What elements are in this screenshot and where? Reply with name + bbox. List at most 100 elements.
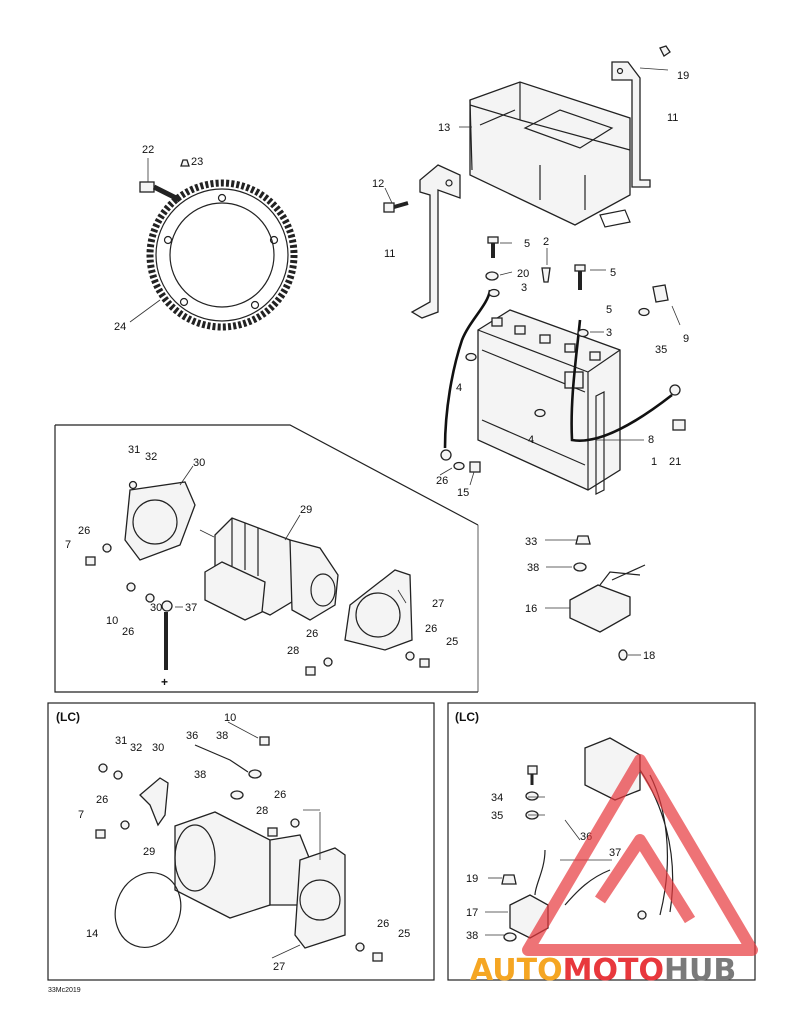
label-37: 37 — [185, 602, 197, 614]
lc-label-7: 7 — [78, 809, 84, 821]
battery-bracket-left — [410, 164, 461, 319]
label-7: 7 — [65, 539, 71, 551]
lc-cables — [194, 744, 262, 800]
regulator-bolt — [618, 649, 628, 661]
battery-cover — [469, 81, 631, 228]
label-3-b: 3 — [606, 327, 612, 339]
label-26-top: 26 — [436, 475, 448, 487]
label-20: 20 — [517, 268, 529, 280]
watermark-logo-icon — [522, 754, 758, 956]
label-5-b: 5 — [610, 267, 616, 279]
label-35: 35 — [655, 344, 667, 356]
lc-label-31: 31 — [115, 735, 127, 747]
label-24: 24 — [114, 321, 126, 333]
lc-label-36: 36 — [186, 730, 198, 742]
watermark-text: AUTOMOTOHUB — [470, 953, 736, 988]
bracket-nut — [659, 45, 671, 57]
lc-starter-motor — [174, 811, 311, 919]
positive-cable-terminal — [669, 384, 681, 396]
negative-cable-terminal — [440, 449, 452, 461]
label-28: 28 — [287, 645, 299, 657]
label-26-a: 26 — [78, 525, 90, 537]
lcr-label-35: 35 — [491, 810, 503, 822]
bracket-screw — [383, 201, 409, 213]
lc-right-hardware — [501, 765, 539, 942]
label-27: 27 — [432, 598, 444, 610]
regulator-nut — [575, 535, 591, 545]
lc-bracket — [139, 777, 169, 827]
ring-gear-bolt — [139, 181, 182, 203]
label-13: 13 — [438, 122, 450, 134]
lc-label-38-a: 38 — [216, 730, 228, 742]
lc-label-27: 27 — [273, 961, 285, 973]
lc-right-tag: (LC) — [455, 710, 479, 724]
label-26-b: 26 — [122, 626, 134, 638]
voltage-regulator — [569, 564, 646, 633]
label-38: 38 — [527, 562, 539, 574]
label-15: 15 — [457, 487, 469, 499]
label-11-left: 11 — [384, 248, 395, 260]
lc-label-10: 10 — [224, 712, 236, 724]
lc-mount-plate — [294, 847, 346, 949]
lcr-label-37: 37 — [609, 847, 621, 859]
lc-leader-lines — [227, 721, 612, 959]
positive-cable — [570, 319, 673, 442]
label-21: 21 — [669, 456, 681, 468]
lc-label-29: 29 — [143, 846, 155, 858]
label-5-a: 5 — [524, 238, 530, 250]
lc-right-cables — [534, 849, 611, 906]
label-11-right: 11 — [667, 112, 678, 124]
label-9: 9 — [683, 333, 689, 345]
label-4-a: 4 — [456, 382, 462, 394]
lc-label-14: 14 — [86, 928, 98, 940]
regulator-washer — [573, 562, 587, 572]
lc-left-panel-frame — [47, 702, 435, 981]
terminal-boot — [672, 419, 686, 431]
ground-cable-terminal — [161, 600, 173, 612]
lcr-label-38: 38 — [466, 930, 478, 942]
label-30-b: 30 — [150, 602, 162, 614]
label-1: 1 — [651, 456, 657, 468]
starter-motor — [199, 517, 339, 621]
lc-label-30: 30 — [152, 742, 164, 754]
drawing-code: 33Mc2019 — [48, 987, 81, 994]
label-23: 23 — [191, 156, 203, 168]
starter-hardware — [85, 480, 430, 676]
label-4-b: 4 — [528, 434, 534, 446]
label-2: 2 — [543, 236, 549, 248]
lc-label-32: 32 — [130, 742, 142, 754]
lcr-label-17: 17 — [466, 907, 478, 919]
label-26-c: 26 — [306, 628, 318, 640]
battery — [477, 309, 621, 491]
label-32: 32 — [145, 451, 157, 463]
label-22: 22 — [142, 144, 154, 156]
label-29: 29 — [300, 504, 312, 516]
lc-label-26-c: 26 — [377, 918, 389, 930]
label-31: 31 — [128, 444, 140, 456]
leader-lines — [129, 67, 681, 692]
starter-gasket — [344, 569, 413, 651]
label-18: 18 — [643, 650, 655, 662]
label-8: 8 — [648, 434, 654, 446]
battery-strap — [595, 391, 605, 495]
lc-label-25: 25 — [398, 928, 410, 940]
starter-panel-frame — [54, 424, 479, 693]
label-10: 10 — [106, 615, 118, 627]
lcr-label-34: 34 — [491, 792, 503, 804]
lc-label-28: 28 — [256, 805, 268, 817]
lcr-label-19: 19 — [466, 873, 478, 885]
lc-label-26-b: 26 — [96, 794, 108, 806]
ring-gear — [146, 179, 298, 331]
lc-hardware — [95, 736, 383, 962]
battery-bolts — [453, 236, 669, 473]
label-3-a: 3 — [521, 282, 527, 294]
label-30: 30 — [193, 457, 205, 469]
label-12: 12 — [372, 178, 384, 190]
starter-mount-plate — [124, 481, 196, 561]
negative-cable — [443, 289, 492, 449]
ring-gear-nut — [180, 159, 190, 167]
battery-bracket-right — [611, 61, 651, 188]
label-25: 25 — [446, 636, 458, 648]
lc-right-panel-frame — [447, 702, 756, 981]
